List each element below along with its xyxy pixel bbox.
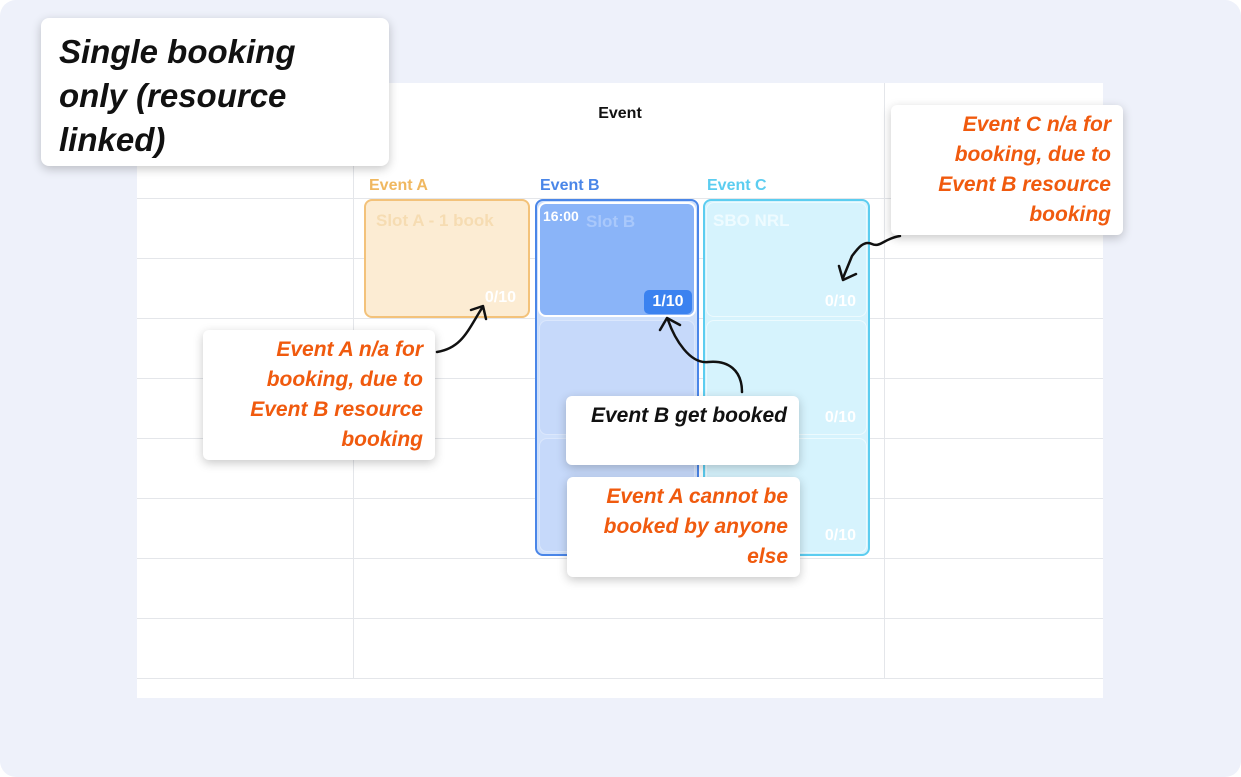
callout-event-a: Event A n/a for booking, due to Event B … — [203, 330, 435, 460]
slot-count: 0/10 — [824, 293, 856, 310]
column-label-event-a: Event A — [369, 177, 428, 194]
column-label-event-c: Event C — [707, 177, 767, 194]
slot-name: Slot A - 1 book — [376, 211, 494, 230]
grid-line — [137, 678, 1103, 679]
callout-event-b-booked: Event B get booked — [566, 396, 799, 465]
event-a-slot[interactable]: Slot A - 1 book 0/10 — [364, 199, 530, 318]
event-c-slot[interactable]: SBO NRL 0/10 — [706, 202, 867, 317]
column-label-event-b: Event B — [540, 177, 600, 194]
booking-count-badge: 1/10 — [644, 290, 692, 314]
slot-count: 0/10 — [484, 289, 516, 306]
grid-line — [884, 83, 885, 678]
slot-count: 0/10 — [824, 409, 856, 426]
page-title: Single booking only (resource linked) — [41, 18, 389, 166]
callout-event-a-cannot: Event A cannot be booked by anyone else — [567, 477, 800, 577]
slot-time: 16:00 — [543, 208, 579, 224]
grid-line — [137, 198, 1103, 199]
event-b-slot-booked[interactable]: 16:00 Slot B 1/10 — [538, 202, 696, 317]
grid-line — [137, 618, 1103, 619]
callout-event-c: Event C n/a for booking, due to Event B … — [891, 105, 1123, 235]
slot-count: 0/10 — [824, 527, 856, 544]
calendar-header: Event — [598, 105, 642, 122]
slot-name: Slot B — [586, 212, 636, 231]
slot-name: SBO NRL — [713, 211, 790, 230]
